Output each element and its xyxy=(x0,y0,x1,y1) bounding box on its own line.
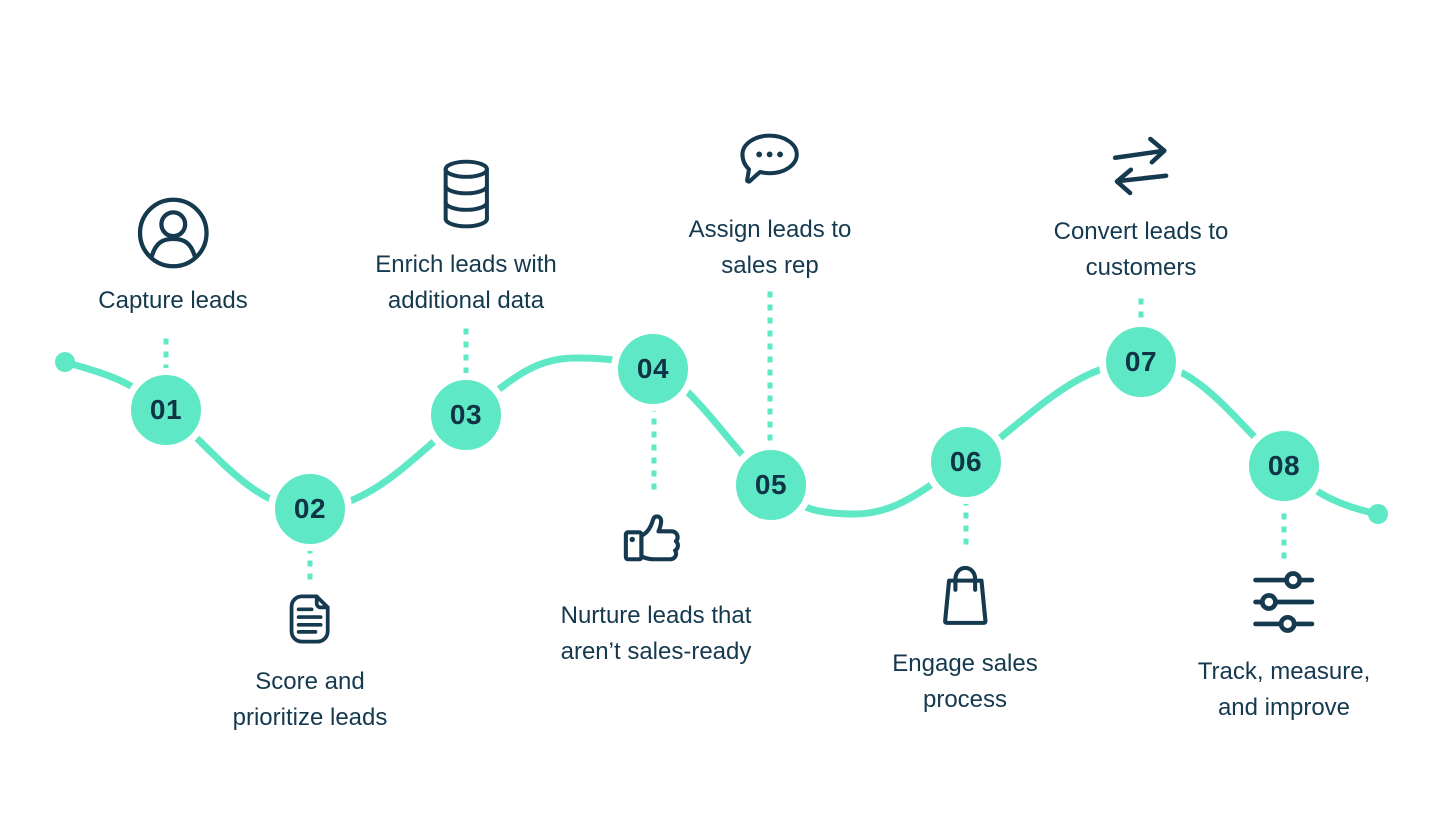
step-01-number: 01 xyxy=(149,394,183,425)
step-03-block: Enrich leads with additional data xyxy=(375,154,557,319)
step-02-block: Score and prioritize leads xyxy=(232,586,388,736)
step-04-marker: 04 xyxy=(611,327,695,411)
step-05-number: 05 xyxy=(754,469,788,500)
step-04-label: Nurture leads that aren’t sales-ready xyxy=(560,602,752,665)
start-dot xyxy=(55,352,75,372)
end-dot xyxy=(1368,504,1388,524)
step-07-marker: 07 xyxy=(1099,320,1183,404)
step-04-number: 04 xyxy=(636,353,670,384)
step-08-label: Track, measure, and improve xyxy=(1197,658,1371,721)
step-01-label: Capture leads xyxy=(98,287,248,314)
user-icon xyxy=(137,197,209,269)
step-03-label: Enrich leads with additional data xyxy=(375,251,557,314)
shopping-bag-icon xyxy=(942,565,988,625)
step-08-block: Track, measure, and improve xyxy=(1197,566,1371,726)
document-icon xyxy=(290,594,330,644)
step-02-marker: 02 xyxy=(268,467,352,551)
step-01-marker: 01 xyxy=(124,368,208,452)
step-05-block: Assign leads to sales rep xyxy=(688,126,852,284)
step-06-marker: 06 xyxy=(924,420,1008,504)
swap-arrows-icon xyxy=(1113,136,1169,196)
step-05-label: Assign leads to sales rep xyxy=(688,216,852,279)
step-07-number: 07 xyxy=(1124,346,1158,377)
step-02-label: Score and prioritize leads xyxy=(232,668,388,731)
step-05-marker: 05 xyxy=(729,443,813,527)
step-02-number: 02 xyxy=(293,493,327,524)
step-01-block: Capture leads xyxy=(98,195,248,319)
thumbs-up-icon xyxy=(624,514,681,562)
chat-bubble-icon xyxy=(740,133,800,184)
step-07-block: Convert leads to customers xyxy=(1053,133,1229,286)
step-07-label: Convert leads to customers xyxy=(1053,218,1229,281)
step-04-block: Nurture leads that aren’t sales-ready xyxy=(560,504,752,670)
step-06-block: Engage sales process xyxy=(892,558,1038,718)
wave-path xyxy=(61,354,1382,518)
step-03-number: 03 xyxy=(449,399,483,430)
step-08-number: 08 xyxy=(1267,450,1301,481)
step-03-marker: 03 xyxy=(424,373,508,457)
step-06-number: 06 xyxy=(949,446,983,477)
sliders-icon xyxy=(1253,571,1315,633)
step-06-label: Engage sales process xyxy=(892,650,1038,713)
database-icon xyxy=(443,159,489,229)
step-08-marker: 08 xyxy=(1242,424,1326,508)
